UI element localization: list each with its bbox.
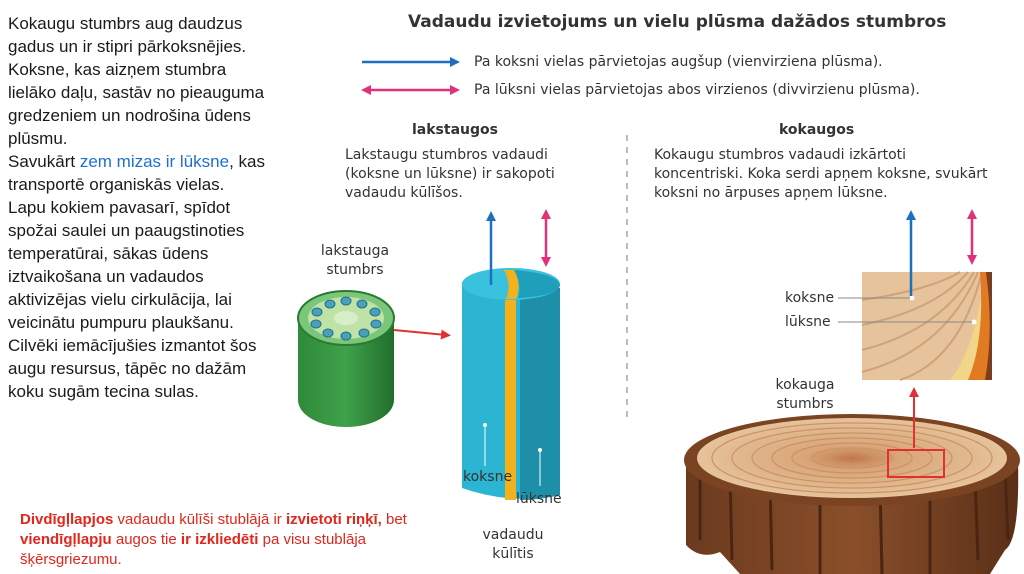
tree-stump-label-line-2: stumbrs	[770, 395, 840, 414]
tree-desc-line-3: koksni no ārpuses apņem lūksne.	[654, 184, 988, 203]
herb-bundle-label-line-1: vadaudu	[478, 526, 548, 545]
herb-zoom-arrow	[394, 330, 446, 335]
herb-bundle-label-line-2: kūlītis	[478, 545, 548, 564]
herb-bundle-drawing	[462, 268, 560, 500]
tree-heading: kokaugos	[779, 122, 854, 138]
herb-desc-line-2: (koksne un lūksne) ir sakopoti	[345, 165, 555, 184]
herb-bundle-label: vadaudu kūlītis	[478, 526, 548, 564]
herb-stem-label-line-1: lakstauga	[320, 242, 390, 261]
herb-heading: lakstaugos	[412, 122, 498, 138]
herb-stem-label-line-2: stumbrs	[320, 261, 390, 280]
tree-desc-line-1: Kokaugu stumbros vadaudi izkārtoti	[654, 146, 988, 165]
herb-desc-line-3: vadaudu kūlīšos.	[345, 184, 555, 203]
legend-xylem-text: Pa koksni vielas pārvietojas augšup (vie…	[474, 54, 883, 70]
herb-stem-label: lakstauga stumbrs	[320, 242, 390, 280]
legend-phloem-text: Pa lūksni vielas pārvietojas abos virzie…	[474, 82, 920, 98]
tree-desc-line-2: koncentriski. Koka serdi apņem koksne, s…	[654, 165, 988, 184]
tree-phloem-label: lūksne	[785, 313, 831, 332]
herb-description: Lakstaugu stumbros vadaudi (koksne un lū…	[345, 146, 555, 203]
tree-xylem-label: koksne	[785, 289, 834, 308]
herb-desc-line-1: Lakstaugu stumbros vadaudi	[345, 146, 555, 165]
diagram-title: Vadaudu izvietojums un vielu plūsma dažā…	[408, 12, 946, 32]
tree-stump-label-line-1: kokauga	[770, 376, 840, 395]
herb-phloem-label: lūksne	[516, 490, 562, 509]
tree-stump-drawing	[684, 414, 1020, 574]
tree-description: Kokaugu stumbros vadaudi izkārtoti konce…	[654, 146, 988, 203]
herb-stem-drawing	[298, 291, 394, 427]
tree-stump-label: kokauga stumbrs	[770, 376, 840, 414]
tree-wood-closeup	[862, 272, 992, 380]
herb-xylem-label: koksne	[463, 468, 512, 487]
